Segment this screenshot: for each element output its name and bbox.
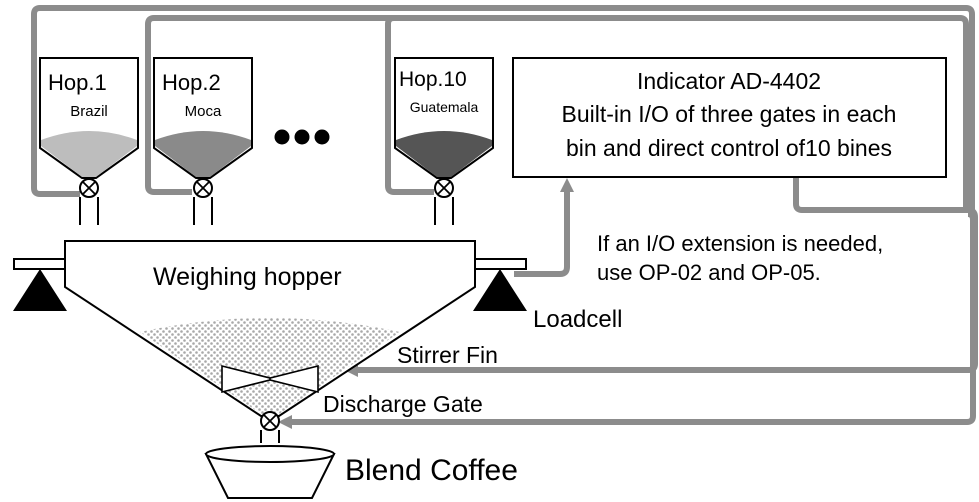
extension-note-line1: If an I/O extension is needed,: [597, 231, 883, 256]
wire-loadcell: [514, 186, 570, 277]
hopper-10-gate-valve: [434, 178, 454, 225]
hopper-10-origin: Guatemala: [410, 99, 479, 115]
hopper-1-title: Hop.1: [48, 70, 107, 95]
right-loadcell-support: [473, 269, 527, 311]
hopper-10-title: Hop.10: [399, 68, 467, 91]
wire-hopper10-gate: [385, 15, 434, 195]
stirrer-fin-label: Stirrer Fin: [397, 342, 498, 368]
weighing-hopper-contents: [140, 318, 400, 414]
hopper-1-gate-valve: [79, 178, 99, 225]
blend-coffee-label: Blend Coffee: [345, 454, 518, 487]
discharge-gate-valve: [260, 411, 280, 443]
signal-wires: [31, 5, 978, 425]
wire-hopper2-gate: [145, 15, 969, 208]
right-mount-plate: [473, 258, 527, 270]
indicator-line2: bin and direct control of10 bines: [566, 135, 892, 161]
blend-coffee-cup: [204, 445, 336, 499]
hopper-2-beans: [155, 131, 251, 177]
more-hoppers-ellipsis: [274, 129, 330, 145]
left-loadcell-support: [13, 269, 67, 311]
hopper-1: Hop.1 Brazil: [39, 57, 139, 225]
hopper-1-beans: [41, 131, 137, 177]
indicator-box: Indicator AD-4402 Built-in I/O of three …: [512, 57, 947, 178]
hopper-2: Hop.2 Moca: [153, 57, 253, 225]
wire-hopper1-gate: [31, 5, 975, 214]
indicator-line1: Built-in I/O of three gates in each: [562, 101, 897, 127]
hopper-2-gate-valve: [193, 178, 213, 225]
wire-loadcell-arrowhead: [560, 178, 574, 192]
wire-discharge-arrowhead: [278, 415, 292, 429]
indicator-title: Indicator AD-4402: [637, 68, 821, 94]
extension-note-line2: use OP-02 and OP-05.: [597, 260, 821, 285]
wire-discharge: [286, 211, 976, 425]
hopper-1-origin: Brazil: [70, 103, 108, 120]
hopper-2-origin: Moca: [185, 103, 222, 120]
weighing-hopper-label: Weighing hopper: [153, 263, 342, 291]
discharge-gate-label: Discharge Gate: [323, 391, 483, 417]
weighing-hopper: [13, 240, 527, 417]
left-mount-plate: [13, 258, 67, 270]
hopper-10: Hop.10 Guatemala: [394, 57, 494, 225]
hopper-10-beans: [396, 131, 492, 177]
hopper-2-title: Hop.2: [162, 70, 221, 95]
wire-indicator-out: [793, 178, 968, 213]
loadcell-label: Loadcell: [533, 306, 622, 333]
